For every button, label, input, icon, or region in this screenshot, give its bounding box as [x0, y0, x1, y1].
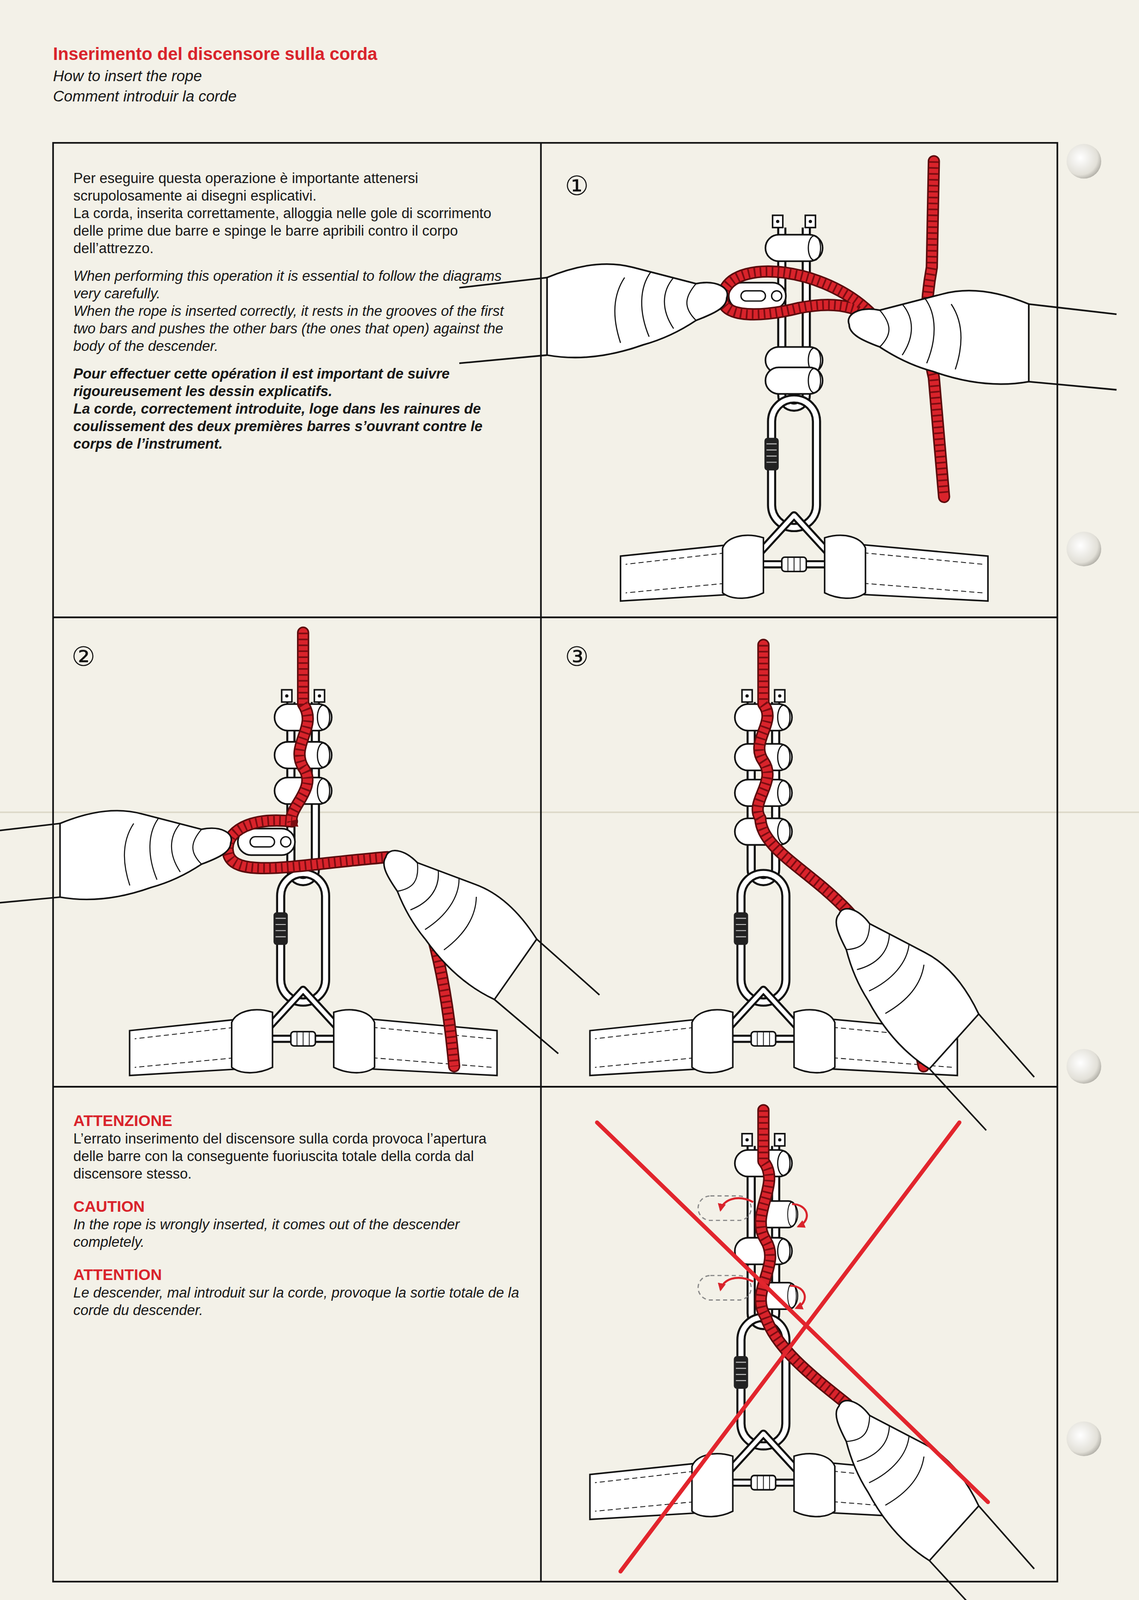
body-text: Per eseguire questa operazione è importa…: [73, 169, 521, 205]
descender-figure: [765, 234, 823, 262]
rope: [227, 632, 455, 1067]
panel-frame: [53, 616, 1058, 619]
rope: [227, 632, 455, 1067]
body-text: Le descender, mal introduit sur la corde…: [73, 1284, 521, 1320]
callout-number: ①: [564, 172, 589, 200]
body-text: La corda, inserita correttamente, allogg…: [73, 204, 521, 258]
wrong-cross: [597, 1122, 989, 1502]
warning-heading: CAUTION: [73, 1196, 145, 1217]
body-text: In the rope is wrongly inserted, it come…: [73, 1216, 521, 1252]
instruction-panel: Per eseguire questa operazione è importa…: [53, 142, 541, 618]
body-text: When performing this operation it is ess…: [73, 267, 521, 303]
open-arrow: [720, 1277, 754, 1290]
rope: [227, 632, 455, 1067]
warning-heading: ATTENTION: [73, 1264, 162, 1285]
hand: [796, 1382, 1050, 1600]
body-text: Pour effectuer cette opération il est im…: [73, 365, 521, 401]
hand: [0, 810, 613, 1054]
punch-hole: [1066, 1049, 1102, 1084]
rope: [227, 632, 455, 1067]
rope: [760, 1110, 848, 1405]
descender-figure: [237, 828, 296, 856]
punch-hole: [1066, 1421, 1102, 1457]
hand: [796, 889, 1050, 1131]
descender-figure: [728, 282, 786, 310]
hand: [0, 810, 232, 905]
open-arrow: [720, 1198, 754, 1211]
warning-panel: ATTENZIONEL’errato inserimento del disce…: [53, 1086, 541, 1582]
rope: [760, 1110, 848, 1405]
rope: [760, 1110, 848, 1405]
hand: [796, 1382, 1050, 1600]
open-arrow: [789, 1285, 805, 1309]
subtitle: How to insert the rope: [53, 67, 202, 85]
subtitle: Comment introduir la corde: [53, 87, 237, 106]
open-arrow: [791, 1204, 807, 1227]
punch-hole: [1066, 143, 1102, 1457]
callout-number: ③: [564, 643, 589, 671]
step-panel: ①: [540, 142, 1058, 618]
hand: [459, 264, 1117, 391]
body-text: When the rope is inserted correctly, it …: [73, 302, 521, 356]
hand: [796, 889, 1050, 1131]
paper-fold: [0, 811, 1139, 813]
wrong-cross: [620, 1122, 960, 1572]
wrong-cross: [597, 1122, 989, 1572]
paper-fold: [0, 811, 1139, 813]
hand: [848, 290, 1117, 390]
callout-number: ②: [71, 643, 96, 671]
descender-figure: [765, 367, 823, 395]
warning-heading: ATTENZIONE: [73, 1110, 173, 1131]
punch-hole: [1066, 143, 1102, 179]
panel-frame: [53, 1085, 1058, 1088]
hand: [349, 830, 613, 1054]
rope: [760, 1110, 848, 1405]
step-panel: ②: [53, 617, 541, 1087]
page-title: Inserimento del discensore sulla corda: [53, 44, 378, 65]
punch-hole: [1066, 531, 1102, 567]
step-panel: ③: [540, 617, 1058, 1087]
panel-frame: [539, 142, 542, 1582]
body-text: La corde, correctement introduite, loge …: [73, 400, 521, 453]
body-text: L’errato inserimento del discensore sull…: [73, 1130, 521, 1183]
